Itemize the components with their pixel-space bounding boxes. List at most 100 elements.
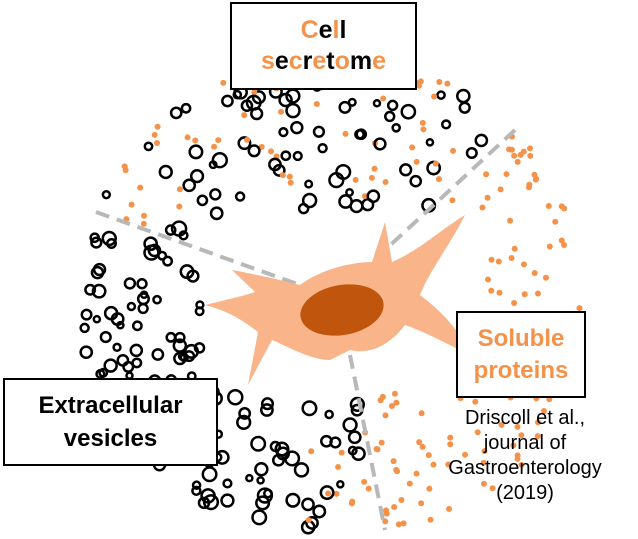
- protein-dot: [520, 148, 527, 155]
- protein-dot: [511, 245, 518, 252]
- title-line-2: secretome: [232, 46, 415, 77]
- protein-dot: [192, 137, 199, 144]
- protein-dot: [211, 143, 218, 150]
- vesicle: [98, 367, 109, 378]
- protein-dot: [258, 143, 265, 150]
- title-letter: C: [300, 16, 319, 44]
- vesicle: [285, 492, 301, 508]
- protein-dot: [380, 95, 387, 102]
- vesicle: [260, 397, 275, 411]
- vesicle: [320, 434, 333, 448]
- vesicle: [90, 265, 105, 280]
- protein-dot: [496, 289, 503, 296]
- soluble-proteins-label: Soluble proteins: [456, 311, 586, 398]
- protein-dot: [313, 101, 320, 108]
- vesicle: [137, 302, 149, 315]
- vesicle: [237, 136, 252, 151]
- vesicle: [136, 278, 148, 290]
- vesicle: [126, 301, 137, 312]
- vesicle: [335, 163, 352, 180]
- vesicle: [189, 168, 205, 184]
- vesicle: [209, 206, 224, 221]
- vesicle: [164, 224, 177, 236]
- vesicle: [91, 283, 107, 299]
- protein-dot: [432, 160, 439, 167]
- particles: [79, 54, 583, 535]
- protein-dot: [137, 184, 144, 191]
- vesicle: [169, 106, 183, 120]
- vesicles-line-1: Extracellular: [38, 392, 183, 419]
- vesicle: [409, 174, 423, 188]
- protein-dot: [374, 446, 381, 453]
- vesicle: [170, 220, 188, 237]
- vesicle: [222, 478, 233, 489]
- protein-dot: [338, 449, 345, 456]
- vesicle: [112, 342, 122, 353]
- protein-dot: [511, 152, 518, 159]
- vesicle: [158, 164, 173, 180]
- protein-dot: [325, 490, 332, 497]
- vesicle: [441, 119, 452, 130]
- protein-dot: [488, 256, 495, 263]
- protein-dot: [409, 144, 416, 151]
- vesicle: [221, 94, 234, 108]
- protein-dot: [244, 136, 251, 143]
- vesicle: [211, 152, 228, 169]
- vesicle: [268, 157, 282, 172]
- protein-dot: [361, 478, 368, 485]
- vesicle: [227, 388, 244, 406]
- protein-dot: [526, 181, 533, 188]
- vesicle: [245, 473, 254, 483]
- protein-dot: [514, 455, 521, 462]
- title-letter: c: [288, 47, 303, 75]
- citation-line-3: Gastroenterology: [448, 457, 602, 479]
- protein-dot: [489, 485, 496, 492]
- protein-dot: [335, 464, 342, 471]
- soluble-line-1: Soluble: [477, 324, 565, 352]
- protein-dot: [483, 171, 490, 178]
- vesicle: [297, 202, 310, 215]
- protein-dot: [427, 516, 434, 523]
- vesicle: [84, 283, 97, 296]
- protein-dot: [128, 201, 135, 208]
- vesicle: [436, 90, 446, 100]
- protein-dot: [431, 93, 438, 100]
- vesicle: [347, 445, 358, 456]
- protein-dot: [352, 176, 359, 183]
- protein-dot: [383, 507, 390, 514]
- protein-dot: [514, 423, 521, 430]
- vesicle: [456, 88, 471, 104]
- vesicle: [201, 466, 218, 483]
- protein-dot: [184, 134, 191, 141]
- protein-dot: [450, 147, 457, 154]
- protein-dot: [215, 137, 222, 144]
- vesicle: [301, 400, 318, 417]
- vesicle: [386, 99, 399, 112]
- protein-dot: [391, 390, 398, 397]
- title-letter: l: [339, 16, 347, 44]
- vesicle: [278, 92, 293, 108]
- citation-line-2: journal of: [483, 432, 567, 454]
- protein-dot: [518, 432, 525, 439]
- protein-dot: [388, 403, 395, 410]
- protein-dot: [518, 461, 525, 468]
- protein-dot: [287, 179, 294, 186]
- vesicle: [193, 342, 206, 354]
- protein-dot: [151, 131, 158, 138]
- vesicle: [99, 331, 112, 344]
- protein-dot: [154, 123, 161, 130]
- vesicle: [92, 314, 102, 324]
- protein-dot: [382, 179, 389, 186]
- protein-dot: [426, 485, 433, 492]
- protein-dot: [419, 119, 426, 126]
- title-letter: e: [372, 47, 387, 75]
- protein-dot: [546, 243, 553, 250]
- vesicle: [259, 403, 274, 417]
- protein-dot: [531, 269, 538, 276]
- vesicle: [129, 343, 144, 358]
- vesicle: [312, 125, 326, 138]
- vesicle: [342, 417, 358, 433]
- protein-dot: [436, 78, 443, 85]
- protein-dot: [545, 202, 552, 209]
